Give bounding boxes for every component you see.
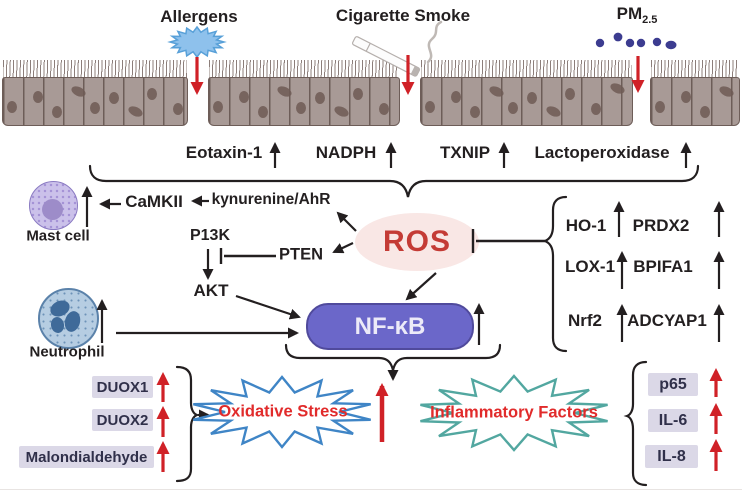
txnip-label: TXNIP bbox=[439, 143, 491, 162]
neutrophil-label: Neutrophil bbox=[29, 343, 105, 361]
ros-node: ROS bbox=[355, 213, 479, 271]
pten-label: PTEN bbox=[278, 245, 324, 264]
epithelium-segment bbox=[2, 60, 188, 126]
cilia-texture bbox=[3, 60, 187, 79]
oxidative-stress-starburst bbox=[193, 375, 371, 449]
cilia-texture bbox=[651, 60, 739, 79]
prdx2-label: PRDX2 bbox=[632, 216, 690, 235]
ros-to-nfkb-arrow bbox=[405, 272, 437, 301]
cilia-texture bbox=[421, 60, 632, 79]
oxidative-markers-brace bbox=[175, 365, 201, 483]
cigarette-smoke-label: Cigarette Smoke bbox=[335, 6, 471, 25]
il8-box: IL-8 bbox=[645, 445, 698, 468]
nrf2-label: Nrf2 bbox=[567, 311, 603, 330]
ros-to-pten-arrow bbox=[332, 242, 354, 254]
p13k-label: P13K bbox=[189, 227, 231, 244]
lactoperoxidase-label: Lactoperoxidase bbox=[534, 143, 670, 162]
adcyap1-label: ADCYAP1 bbox=[627, 311, 707, 330]
duox1-box: DUOX1 bbox=[92, 376, 153, 398]
epithelial-cells bbox=[650, 77, 740, 126]
p65-box: p65 bbox=[648, 373, 698, 396]
mediators-brace bbox=[88, 164, 700, 198]
allergens-label: Allergens bbox=[160, 7, 238, 26]
kynurenine-label: kynurenine/AhR bbox=[211, 191, 331, 208]
akt-to-nfkb-arrow bbox=[235, 294, 301, 320]
ho1-label: HO-1 bbox=[565, 216, 607, 235]
nadph-label: NADPH bbox=[315, 143, 377, 162]
pm25-label: PM2.5 bbox=[616, 3, 658, 27]
epithelial-cells bbox=[2, 77, 188, 126]
akt-label: AKT bbox=[193, 281, 229, 300]
epithelium-segment bbox=[208, 60, 400, 126]
epithelial-cells bbox=[420, 77, 633, 126]
figure-bottom-rule bbox=[0, 489, 742, 490]
inflammatory-factors-starburst bbox=[420, 374, 608, 452]
camkii-label: CaMKII bbox=[125, 192, 183, 211]
bpifa1-label: BPIFA1 bbox=[633, 257, 693, 276]
nfkb-node: NF-κB bbox=[306, 303, 474, 350]
lox1-label: LOX-1 bbox=[564, 257, 616, 276]
nfkb-output-brace bbox=[284, 343, 502, 371]
mast-cell-label: Mast cell bbox=[26, 227, 90, 245]
cigarette-icon bbox=[352, 36, 421, 77]
gene-group-brace bbox=[542, 195, 568, 353]
inflammatory-factors-label: Inflammatory Factors bbox=[430, 403, 598, 422]
epithelium-segment bbox=[420, 60, 633, 126]
eotaxin-label: Eotaxin-1 bbox=[185, 143, 263, 162]
neutrophil-icon bbox=[38, 288, 99, 349]
duox2-box: DUOX2 bbox=[92, 409, 153, 431]
ros-to-kynurenine-arrow bbox=[336, 211, 357, 232]
oxidative-stress-label: Oxidative Stress bbox=[218, 402, 348, 421]
epithelial-cells bbox=[208, 77, 400, 126]
malondialdehyde-box: Malondialdehyde bbox=[19, 446, 154, 468]
smoke-icon bbox=[426, 20, 443, 64]
epithelium-segment bbox=[650, 60, 740, 126]
cilia-texture bbox=[209, 60, 399, 79]
mast-cell-icon bbox=[29, 181, 78, 230]
mast-cell-nucleus bbox=[42, 199, 63, 220]
particle-dots-icon bbox=[595, 32, 677, 50]
allergen-blob-icon bbox=[167, 25, 227, 59]
inflammatory-markers-brace bbox=[623, 360, 648, 487]
il6-box: IL-6 bbox=[648, 409, 698, 432]
